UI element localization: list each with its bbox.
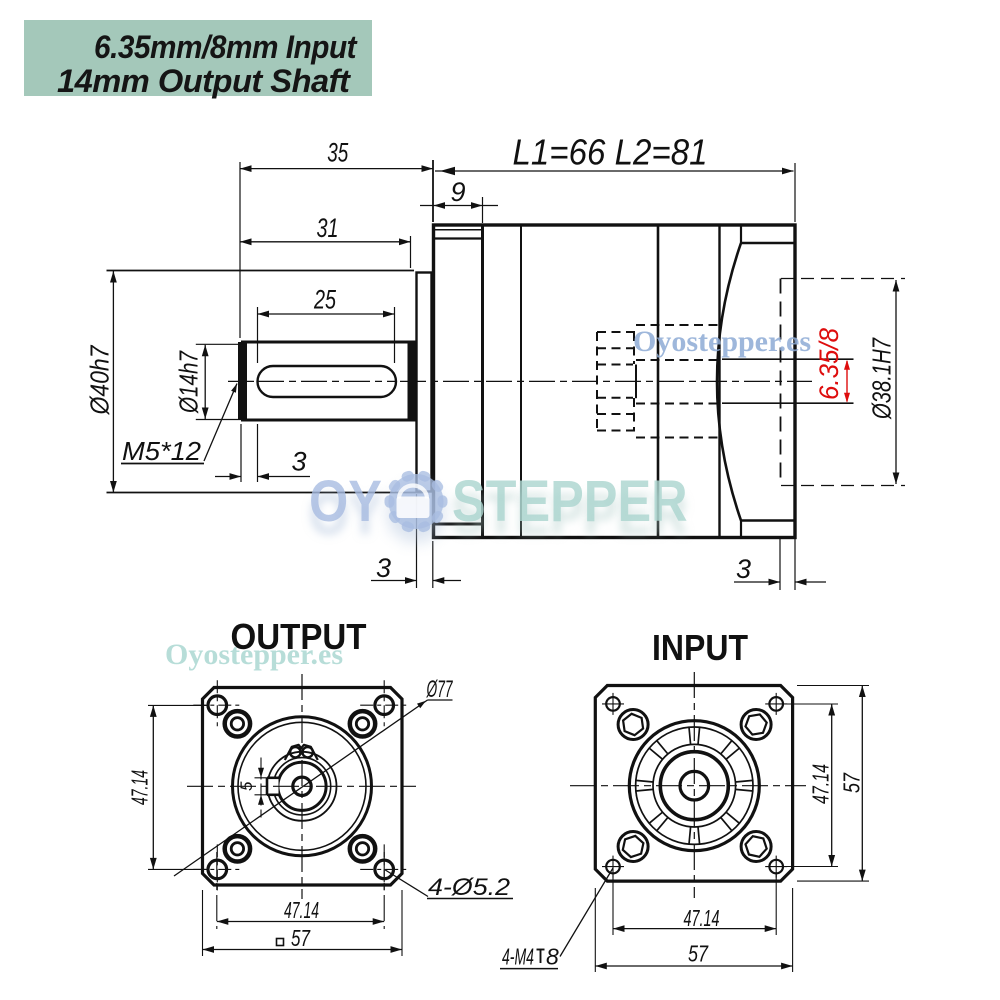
svg-text:Ø14h7: Ø14h7	[174, 350, 204, 414]
svg-text:47.14: 47.14	[284, 897, 319, 923]
svg-text:57: 57	[688, 941, 709, 967]
svg-text:47.14: 47.14	[127, 770, 153, 805]
svg-text:3: 3	[291, 447, 306, 477]
svg-text:Ø40h7: Ø40h7	[85, 344, 115, 415]
svg-text:OUTPUT: OUTPUT	[231, 616, 367, 657]
svg-text:57: 57	[291, 925, 311, 951]
svg-text:3: 3	[736, 554, 751, 584]
svg-text:31: 31	[317, 213, 339, 243]
svg-text:6.35/8: 6.35/8	[814, 328, 844, 400]
svg-text:9: 9	[450, 177, 465, 207]
svg-text:57: 57	[839, 772, 865, 793]
svg-text:Ø77: Ø77	[426, 676, 454, 703]
svg-text:35: 35	[327, 138, 349, 168]
svg-text:INPUT: INPUT	[652, 627, 748, 668]
svg-text:8: 8	[546, 944, 559, 970]
svg-text:3: 3	[376, 553, 391, 583]
svg-text:47.14: 47.14	[808, 764, 834, 804]
svg-text:4-Ø5.2: 4-Ø5.2	[428, 874, 510, 901]
svg-text:4-M4: 4-M4	[502, 944, 534, 970]
svg-text:L1=66 L2=81: L1=66 L2=81	[513, 132, 708, 173]
svg-text:Ø38.1H7: Ø38.1H7	[867, 337, 897, 420]
svg-text:M5*12: M5*12	[122, 436, 202, 466]
svg-text:47.14: 47.14	[684, 905, 720, 931]
svg-text:25: 25	[313, 285, 336, 315]
